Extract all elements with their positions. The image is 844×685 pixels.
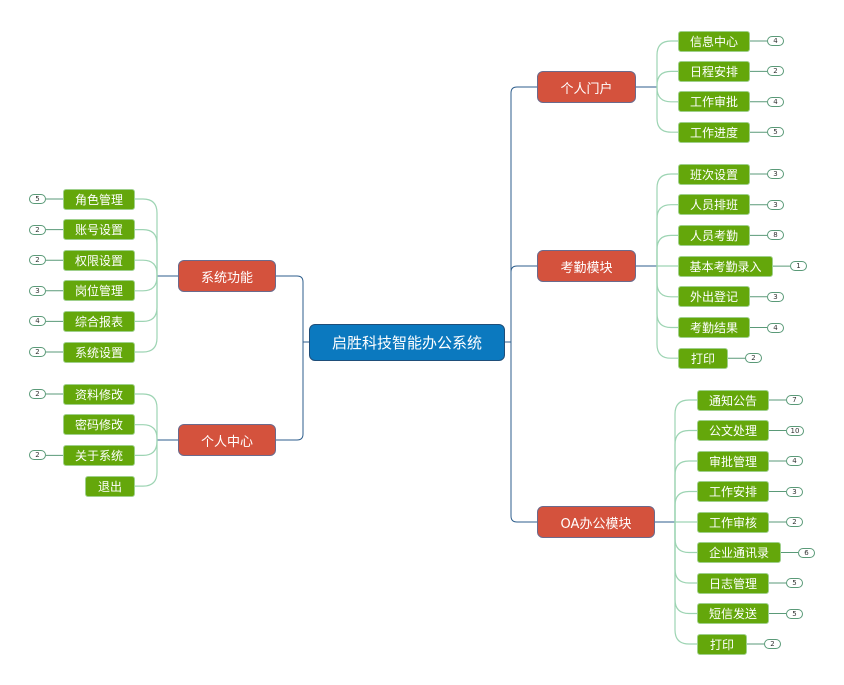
connector: [656, 266, 678, 298]
topic-attendance-item[interactable]: 人员考勤: [678, 224, 750, 246]
topic-count-badge[interactable]: 3: [767, 169, 784, 179]
topic-portal-item[interactable]: 日程安排: [678, 60, 750, 82]
connector: [505, 341, 537, 523]
topic-count-badge[interactable]: 5: [786, 608, 803, 619]
connector: [276, 275, 309, 343]
topic-system-item[interactable]: 角色管理: [63, 188, 135, 210]
connector: [135, 440, 158, 487]
topic-oa-item[interactable]: 公文处理: [697, 420, 769, 441]
connector: [656, 234, 678, 266]
topic-system-item[interactable]: 账号设置: [63, 219, 135, 241]
connector: [135, 229, 158, 276]
topic-count-badge[interactable]: 2: [786, 517, 803, 527]
connector: [135, 393, 158, 440]
connector: [674, 522, 697, 615]
central-topic[interactable]: 启胜科技智能办公系统: [309, 324, 505, 361]
connector: [674, 460, 697, 522]
topic-count-badge[interactable]: 1: [790, 261, 807, 272]
topic-count-badge[interactable]: 2: [29, 224, 46, 235]
topic-oa-item[interactable]: 短信发送: [697, 603, 769, 624]
topic-system-item[interactable]: 综合报表: [63, 310, 135, 332]
connector: [656, 266, 678, 359]
connector: [505, 265, 537, 343]
topic-attendance-item[interactable]: 打印: [678, 347, 728, 369]
topic-count-badge[interactable]: 3: [29, 285, 46, 296]
connector: [276, 341, 309, 441]
connector: [656, 70, 678, 87]
connector: [656, 87, 678, 133]
branch-system[interactable]: 系统功能: [178, 260, 276, 292]
connector: [674, 399, 697, 522]
topic-attendance-item[interactable]: 人员排班: [678, 194, 750, 216]
topic-count-badge[interactable]: 5: [786, 578, 803, 588]
connector: [505, 86, 537, 343]
topic-count-badge[interactable]: 2: [29, 255, 46, 266]
topic-personal-item[interactable]: 密码修改: [63, 414, 135, 436]
connector: [656, 87, 678, 103]
topic-attendance-item[interactable]: 外出登记: [678, 286, 750, 308]
topic-personal-item[interactable]: 关于系统: [63, 444, 135, 466]
topic-oa-item[interactable]: 工作审核: [697, 511, 769, 533]
topic-portal-item[interactable]: 工作进度: [678, 121, 750, 143]
topic-count-badge[interactable]: 3: [767, 291, 784, 302]
topic-count-badge[interactable]: 4: [767, 36, 784, 46]
topic-oa-item[interactable]: 打印: [697, 633, 747, 655]
topic-portal-item[interactable]: 信息中心: [678, 30, 750, 52]
topic-oa-item[interactable]: 通知公告: [697, 389, 769, 411]
topic-attendance-item[interactable]: 考勤结果: [678, 317, 750, 338]
topic-count-badge[interactable]: 2: [29, 389, 46, 399]
branch-attendance[interactable]: 考勤模块: [537, 250, 636, 282]
topic-oa-item[interactable]: 日志管理: [697, 572, 769, 594]
topic-system-item[interactable]: 权限设置: [63, 249, 135, 271]
topic-count-badge[interactable]: 7: [786, 395, 803, 405]
connector: [135, 276, 158, 322]
connector: [674, 490, 697, 522]
topic-count-badge[interactable]: 2: [29, 347, 46, 357]
topic-count-badge[interactable]: 3: [786, 486, 803, 497]
topic-oa-item[interactable]: 工作安排: [697, 481, 769, 502]
topic-count-badge[interactable]: 4: [767, 96, 784, 107]
topic-attendance-item[interactable]: 基本考勤录入: [678, 255, 773, 277]
topic-count-badge[interactable]: 4: [767, 322, 784, 333]
topic-oa-item[interactable]: 企业通讯录: [697, 542, 781, 563]
connector: [135, 276, 158, 353]
connector: [674, 522, 697, 554]
connector: [135, 440, 158, 456]
topic-system-item[interactable]: 系统设置: [63, 341, 135, 363]
connector: [656, 173, 678, 266]
topic-count-badge[interactable]: 2: [745, 353, 762, 364]
connector: [135, 198, 158, 276]
topic-count-badge[interactable]: 5: [29, 194, 46, 204]
topic-count-badge[interactable]: 2: [29, 450, 46, 461]
topic-count-badge[interactable]: 2: [767, 66, 784, 77]
topic-count-badge[interactable]: 2: [764, 639, 781, 649]
topic-count-badge[interactable]: 10: [786, 425, 804, 436]
topic-personal-item[interactable]: 退出: [85, 475, 135, 497]
branch-personal[interactable]: 个人中心: [178, 424, 276, 456]
connector: [135, 276, 158, 292]
branch-oa[interactable]: OA办公模块: [537, 506, 655, 538]
topic-count-badge[interactable]: 3: [767, 199, 784, 210]
connector: [135, 259, 158, 276]
topic-oa-item[interactable]: 审批管理: [697, 450, 769, 472]
connector: [674, 522, 697, 645]
topic-portal-item[interactable]: 工作审批: [678, 91, 750, 113]
connector: [656, 204, 678, 266]
connector: [135, 424, 158, 440]
topic-count-badge[interactable]: 8: [767, 230, 784, 241]
topic-personal-item[interactable]: 资料修改: [63, 383, 135, 405]
topic-attendance-item[interactable]: 班次设置: [678, 163, 750, 185]
topic-count-badge[interactable]: 4: [786, 456, 803, 466]
topic-count-badge[interactable]: 6: [798, 547, 815, 558]
connector: [656, 40, 678, 87]
branch-portal[interactable]: 个人门户: [537, 71, 636, 103]
topic-count-badge[interactable]: 4: [29, 316, 46, 327]
connector: [674, 429, 697, 522]
topic-system-item[interactable]: 岗位管理: [63, 280, 135, 302]
topic-count-badge[interactable]: 5: [767, 127, 784, 138]
